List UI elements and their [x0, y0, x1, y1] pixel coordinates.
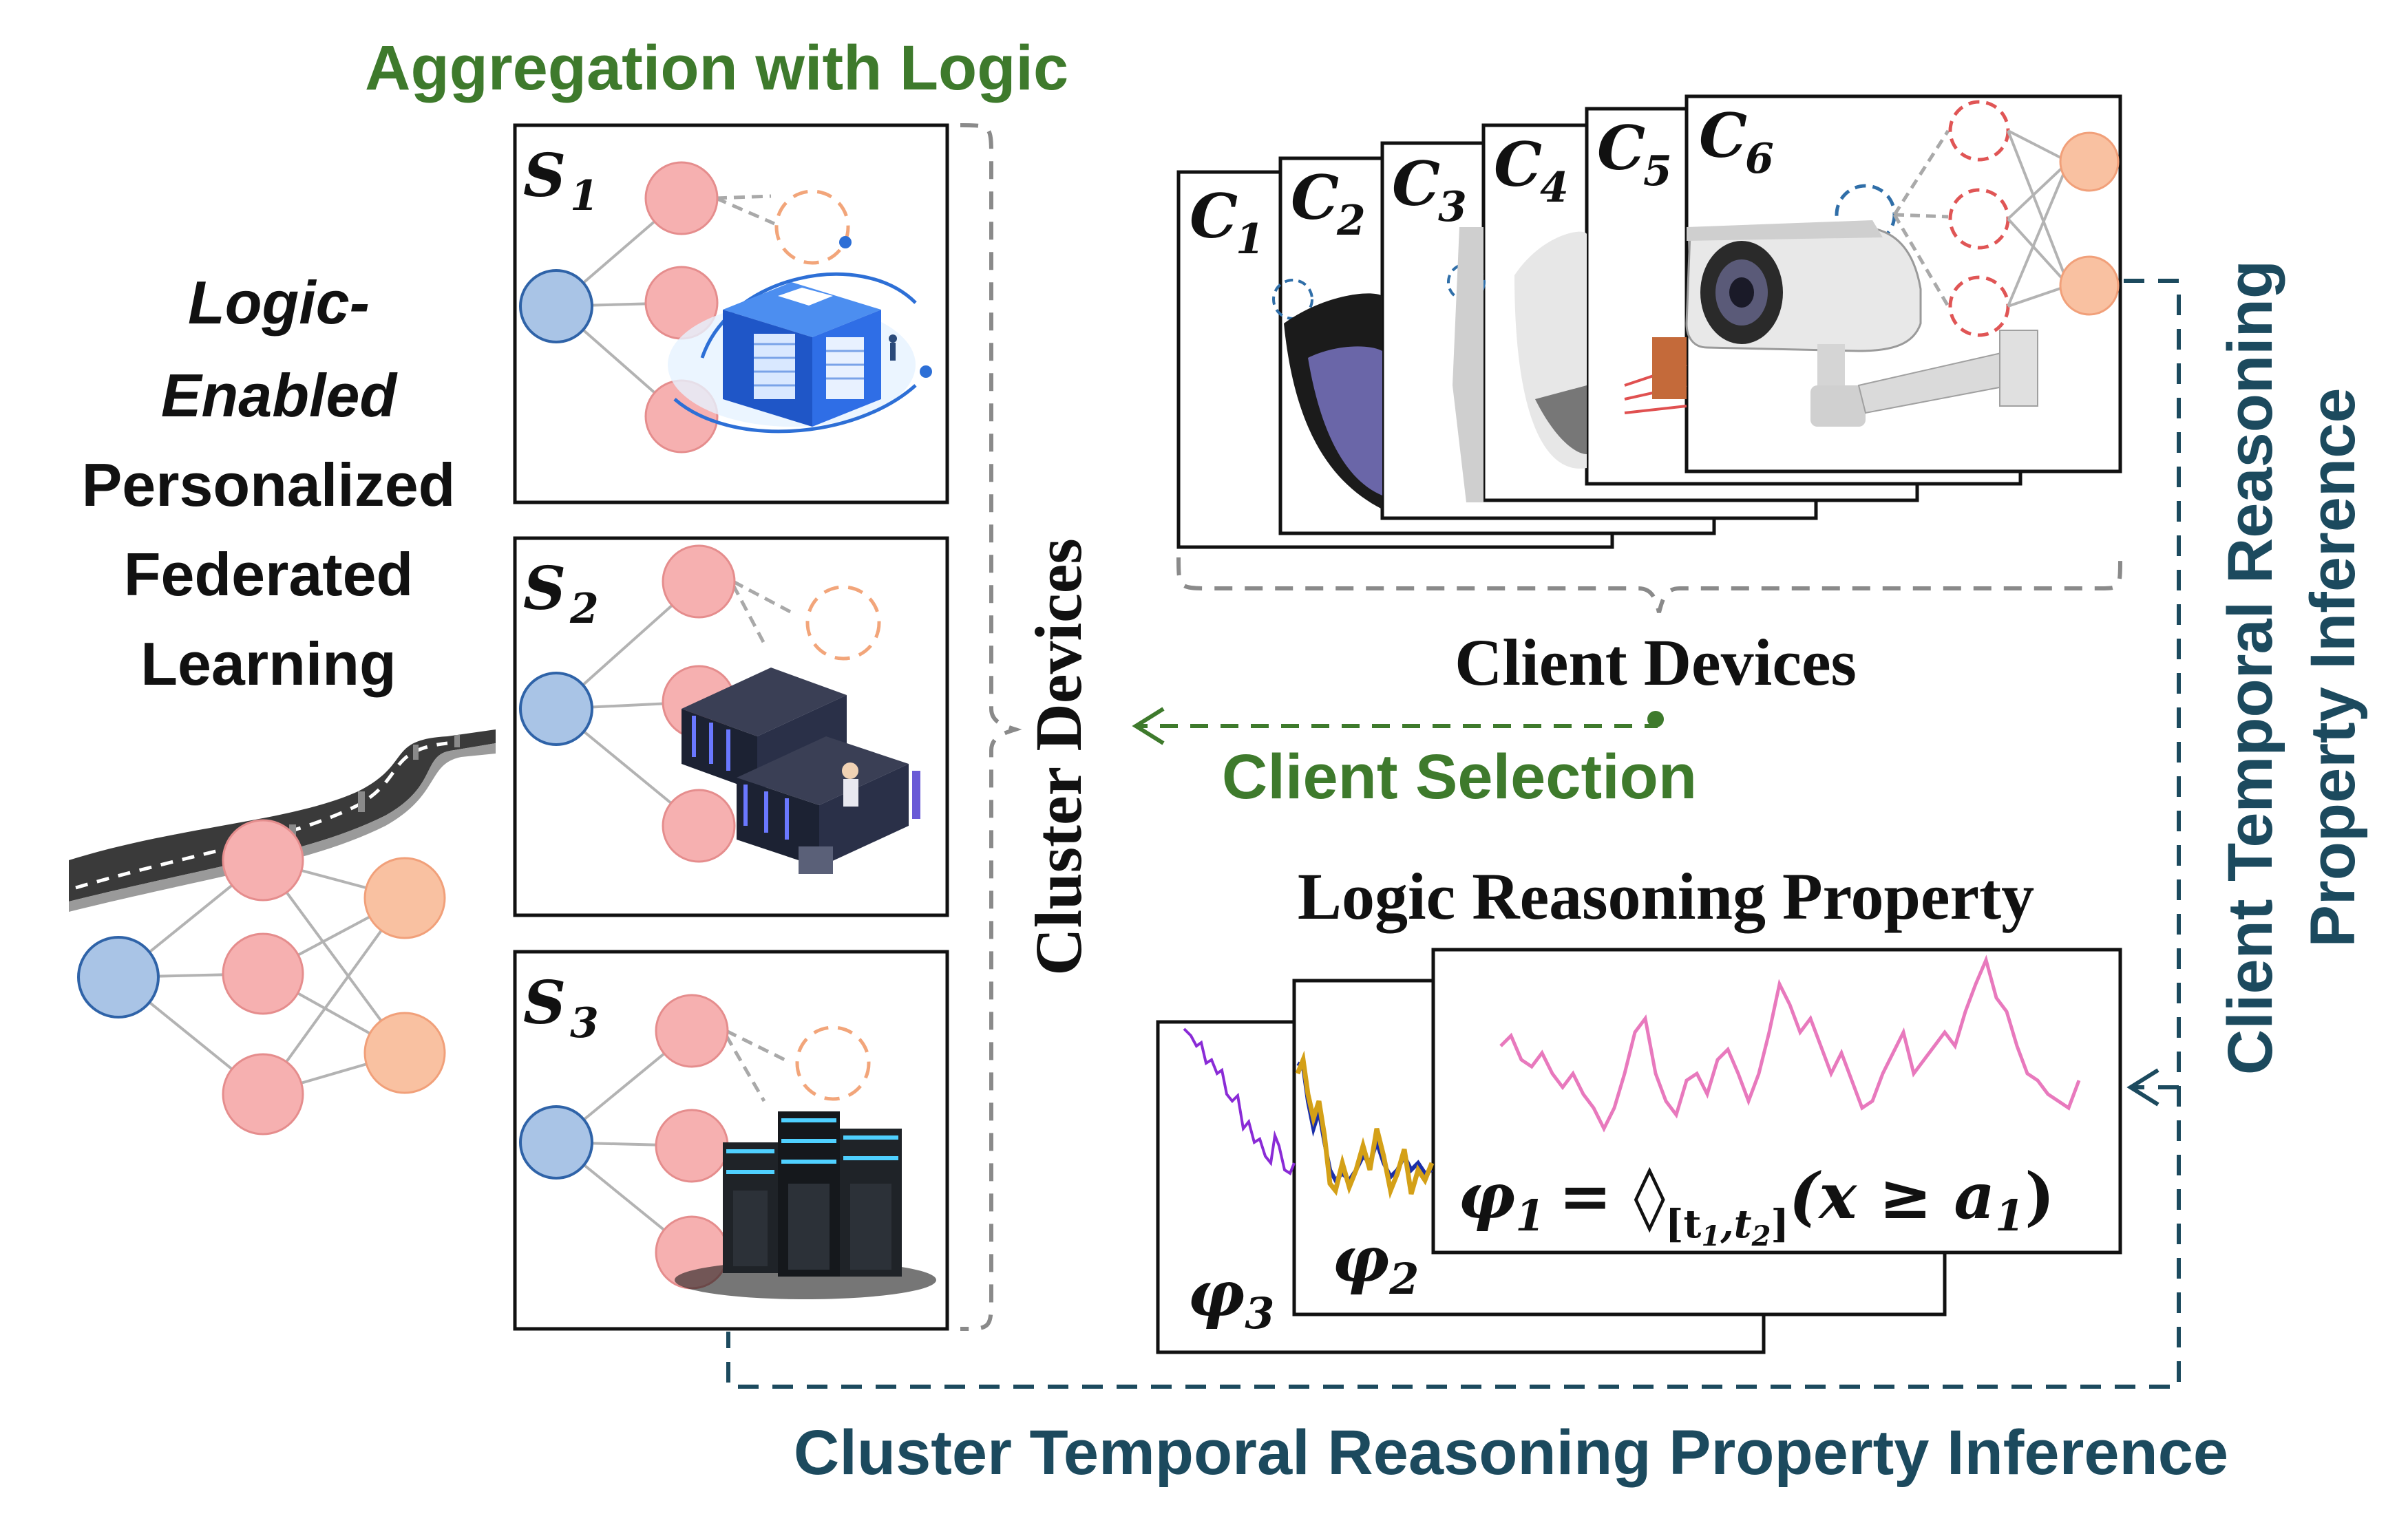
client-bracket: [1176, 557, 2122, 613]
aggregation-title: Aggregation with Logic: [365, 33, 1068, 103]
client-temporal-label-line1: Client Temporal Reasoning: [2215, 260, 2285, 1075]
phi1-formula: φ1= ◊[t1,t2](x ≥ a1): [1458, 1159, 2055, 1252]
server-label: S: [523, 968, 566, 1038]
left-title-line4: Federated: [124, 540, 414, 608]
cluster-devices-label: Cluster Devices: [1022, 538, 1095, 975]
server-panel-s1: S 1: [513, 123, 949, 504]
phi2-label: φ2: [1332, 1222, 1419, 1304]
client-devices-label: Client Devices: [1455, 626, 1857, 699]
left-title-line5: Learning: [140, 630, 397, 698]
left-title-line2: Enabled: [161, 361, 399, 429]
client-subscript: 2: [1336, 197, 1366, 245]
phi3-trace: [1183, 1027, 1296, 1175]
server-panel-s2: S 2: [513, 536, 949, 917]
left-title-block: Logic- Enabled Personalized Federated Le…: [82, 268, 456, 698]
left-neural-network: [77, 819, 446, 1135]
client-selection-arrow: [1139, 719, 1658, 728]
client-subscript: 3: [1438, 183, 1467, 231]
server-panel-s3: S 3: [513, 950, 949, 1331]
client-label: C: [1494, 129, 1542, 200]
temporal-inference-loop: [726, 279, 2181, 1389]
cluster-temporal-label: Cluster Temporal Reasoning Property Infe…: [794, 1418, 2228, 1488]
client-label: C: [1597, 112, 1645, 184]
output-node: [363, 857, 446, 939]
server-subscript: 3: [570, 999, 599, 1047]
phi1-trace: [1499, 954, 2081, 1133]
datacenter-racks-icon: [682, 668, 920, 874]
client-subscript: 1: [1236, 215, 1265, 264]
server-label: S: [523, 554, 566, 623]
client-subscript: 4: [1540, 164, 1569, 212]
client-subscript: 6: [1745, 135, 1774, 183]
server-cube-icon: [668, 236, 932, 434]
left-title-line1: Logic-: [188, 268, 370, 337]
server-label: S: [523, 141, 566, 211]
phi3-label: φ3: [1187, 1257, 1274, 1338]
client-label: C: [1392, 148, 1440, 220]
cluster-bracket: [960, 123, 1022, 1331]
client-selection-label: Client Selection: [1222, 742, 1697, 812]
formula-cards-stack: φ1= ◊[t1,t2](x ≥ a1) φ2 φ3: [1156, 948, 2122, 1354]
client-label: C: [1291, 162, 1339, 233]
server-towers-icon: [675, 1111, 936, 1299]
output-node: [363, 1012, 446, 1094]
client-cards-stack: C 1 C 2 C 3 C 4 C 5 C 6: [1176, 94, 2122, 549]
client-subscript: 5: [1643, 147, 1672, 195]
client-label: C: [1190, 180, 1238, 252]
logic-property-label: Logic Reasoning Property: [1298, 860, 2034, 933]
hidden-node: [222, 932, 304, 1015]
security-camera-icon: [1685, 100, 2120, 427]
server-subscript: 1: [570, 172, 599, 220]
client-label: C: [1699, 100, 1747, 171]
server-subscript: 2: [569, 585, 599, 633]
hidden-node: [222, 1053, 304, 1135]
input-node: [77, 936, 160, 1018]
left-title-line3: Personalized: [82, 451, 456, 519]
phi2-trace-gold: [1295, 1050, 1435, 1199]
hidden-node: [222, 819, 304, 902]
client-temporal-label-line2: Property Inference: [2298, 388, 2368, 948]
